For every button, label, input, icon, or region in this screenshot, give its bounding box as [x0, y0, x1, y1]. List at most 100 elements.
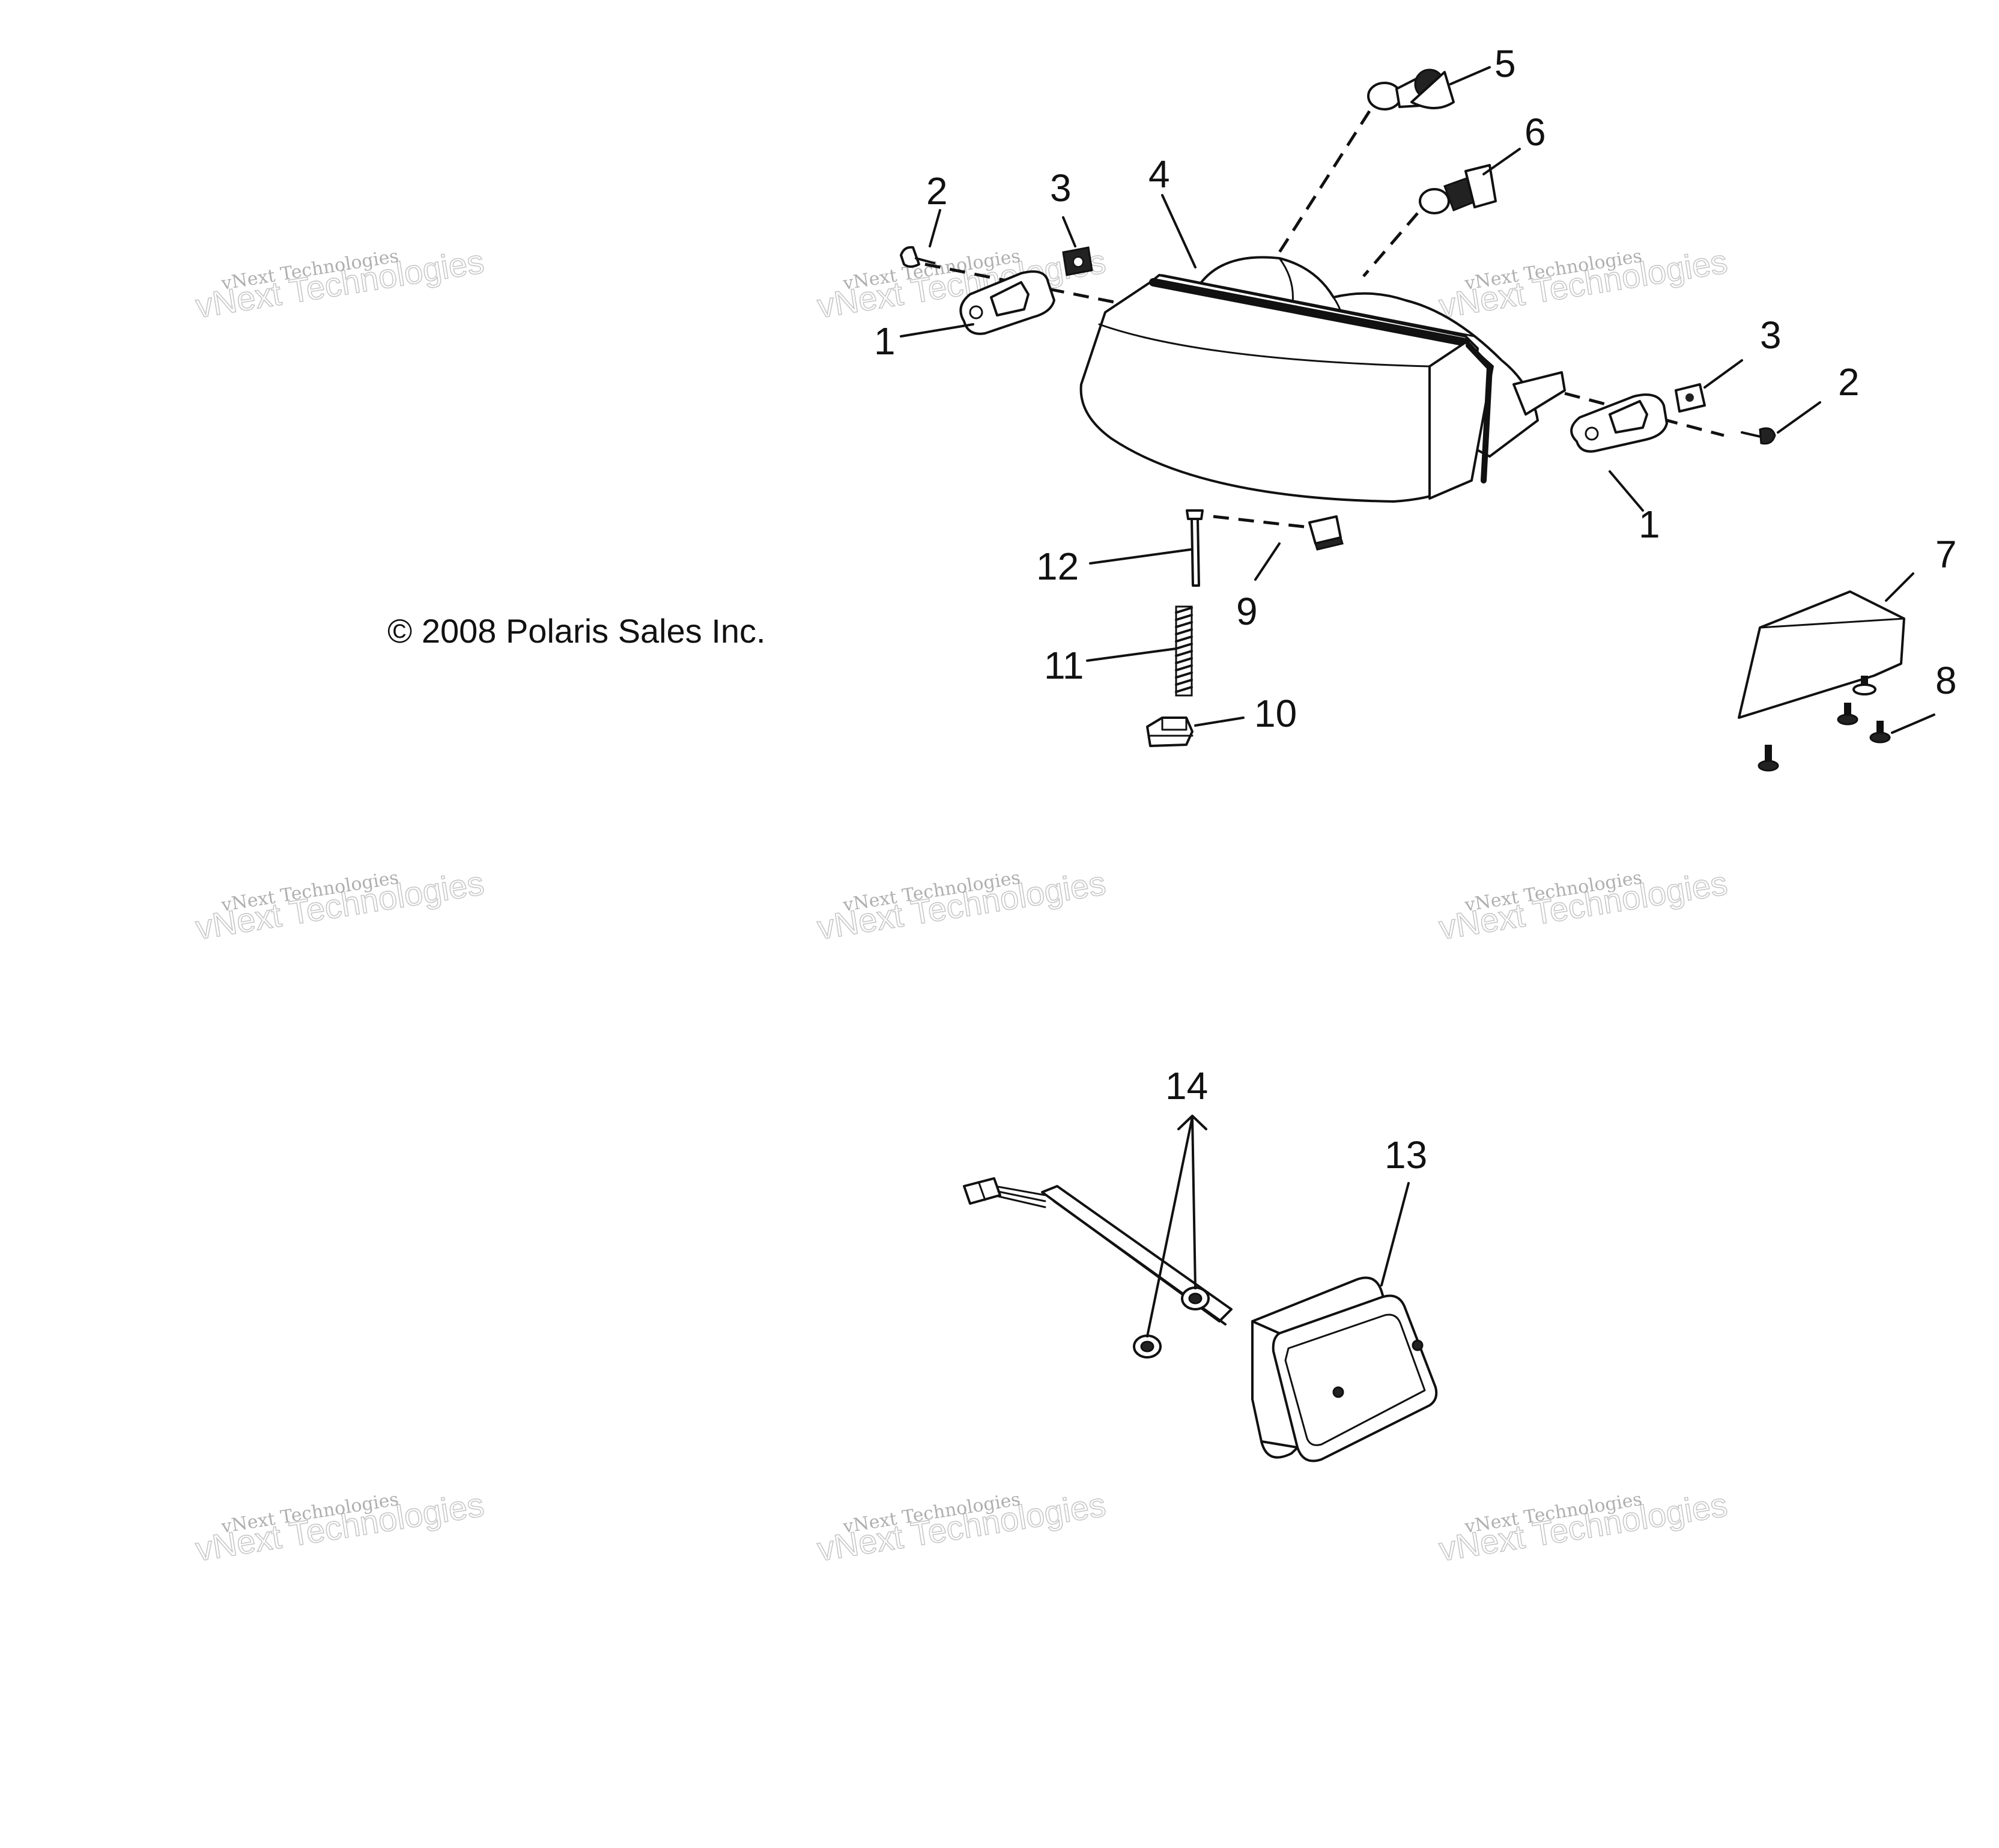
leader-8	[1891, 713, 1935, 734]
tail-light-screw-hole-lower	[1332, 1386, 1344, 1398]
left-clip-nut-hole	[1073, 256, 1084, 267]
dash-line-bulb-5	[1278, 110, 1371, 253]
wiring-leads	[997, 1186, 1046, 1208]
adjuster-screw-shaft	[1191, 518, 1200, 587]
right-screw-head	[1759, 427, 1776, 445]
watermark: vNext Technologies vNext Technologies	[814, 863, 1109, 947]
leader-9	[1254, 542, 1281, 581]
lens-cover-edge	[1759, 617, 1905, 629]
left-screw	[900, 246, 935, 268]
leader-lines	[900, 66, 1935, 1338]
leader-5	[1449, 66, 1491, 85]
leader-14-arrow	[1177, 1115, 1207, 1130]
copyright-text: © 2008 Polaris Sales Inc.	[387, 612, 766, 650]
watermark: vNext Technologies vNext Technologies	[1436, 241, 1731, 326]
right-bracket	[1570, 393, 1668, 453]
screw-head	[1837, 713, 1858, 726]
callout-3-left: 3	[1050, 166, 1072, 210]
leader-13	[1380, 1182, 1410, 1286]
headlight-top-band	[1149, 278, 1470, 347]
lens-cover-screw	[1758, 745, 1779, 772]
right-screw-shank	[1741, 431, 1764, 438]
adjuster-retainer	[1146, 716, 1194, 747]
watermark: vNext Technologies vNext Technologies	[1436, 863, 1731, 947]
left-clip-nut	[1062, 246, 1093, 276]
right-bracket-hole	[1585, 426, 1599, 441]
callout-2-left: 2	[926, 169, 948, 213]
adjuster-retainer-detail	[1149, 716, 1194, 737]
left-bracket-clip	[990, 281, 1030, 317]
lens-cover-screws	[1758, 676, 1891, 772]
callout-labels: 1 2 3 4 5 6 3 2 1 7 8 9 10 11 12 13 14	[874, 42, 1957, 1177]
headlight-assembly	[1079, 256, 1566, 503]
right-bracket-clip	[1609, 400, 1648, 434]
leader-3-right	[1703, 359, 1743, 389]
nut-inner	[1188, 1292, 1203, 1304]
nut-inner	[1140, 1341, 1154, 1353]
right-clip-nut	[1675, 383, 1706, 413]
screw-shank	[1765, 745, 1772, 760]
watermark: vNext Technologies vNext Technologies	[193, 241, 487, 326]
callout-8: 8	[1935, 659, 1957, 702]
screw-washer	[1852, 683, 1876, 695]
headlight-end-cap	[1428, 341, 1494, 500]
callout-9: 9	[1236, 590, 1258, 633]
adjuster-screw-head	[1186, 509, 1204, 520]
left-screw-head	[900, 246, 920, 268]
tail-light-assembly	[963, 1177, 1438, 1462]
dash-line-left-bracket	[924, 262, 1121, 305]
screw-shank	[1876, 721, 1884, 734]
dash-line-bulb-6	[1362, 212, 1419, 277]
lens-cover-screw	[1869, 721, 1891, 744]
tail-light-lens	[1272, 1294, 1438, 1462]
lens-cover	[1738, 590, 1905, 719]
callout-6: 6	[1524, 111, 1546, 154]
leader-2-left	[929, 209, 941, 247]
dash-line-adjuster	[1213, 515, 1310, 529]
wiring-connector-divider	[978, 1182, 986, 1201]
callout-1-left: 1	[874, 320, 896, 363]
screw-head	[1869, 732, 1891, 744]
callout-12: 12	[1036, 545, 1079, 588]
screw-head	[1758, 760, 1779, 772]
adjuster-nut	[1308, 515, 1344, 551]
leader-10	[1194, 716, 1245, 727]
headlight-end-band	[1466, 342, 1493, 483]
callout-5: 5	[1494, 42, 1516, 85]
headlight-band-edge	[1098, 274, 1476, 368]
right-clip-nut-hole	[1685, 393, 1694, 402]
watermark: vNext Technologies vNext Technologies	[814, 1485, 1109, 1569]
leader-1-left	[900, 323, 974, 338]
bulb-5-flange	[1410, 71, 1455, 109]
leader-2-right	[1777, 401, 1821, 434]
callout-10: 10	[1254, 692, 1297, 735]
callout-1-right: 1	[1639, 503, 1660, 546]
bulb-6-flange	[1464, 164, 1497, 208]
headlight-mount-tab	[1512, 371, 1566, 416]
leader-14	[1146, 1116, 1197, 1338]
watermark: vNext Technologies vNext Technologies	[1436, 1485, 1731, 1569]
tail-light-nuts	[1133, 1286, 1210, 1359]
callout-3-right: 3	[1760, 314, 1782, 357]
right-screw	[1741, 427, 1776, 445]
tail-light-depth-lines	[1251, 1320, 1299, 1449]
lens-cover-body	[1738, 590, 1905, 719]
leader-12	[1089, 548, 1192, 565]
adjuster-screw	[1186, 509, 1204, 587]
leader-4	[1161, 194, 1197, 268]
bulb-5	[1367, 68, 1455, 111]
leader-6	[1482, 148, 1521, 175]
watermark: vNext Technologies vNext Technologies	[193, 1485, 487, 1569]
left-bracket	[959, 270, 1055, 335]
callout-4: 4	[1148, 153, 1170, 196]
tail-light-nut	[1133, 1334, 1162, 1359]
callout-11: 11	[1044, 644, 1084, 687]
adjuster-nut-base	[1314, 536, 1344, 551]
leader-1-right	[1609, 470, 1644, 512]
watermark: vNext Technologies vNext Technologies	[193, 863, 487, 947]
left-bracket-hole	[969, 305, 983, 320]
tail-light-lens-inset	[1284, 1313, 1426, 1446]
tail-light-nut	[1181, 1286, 1210, 1310]
screw-shank	[1844, 703, 1851, 716]
